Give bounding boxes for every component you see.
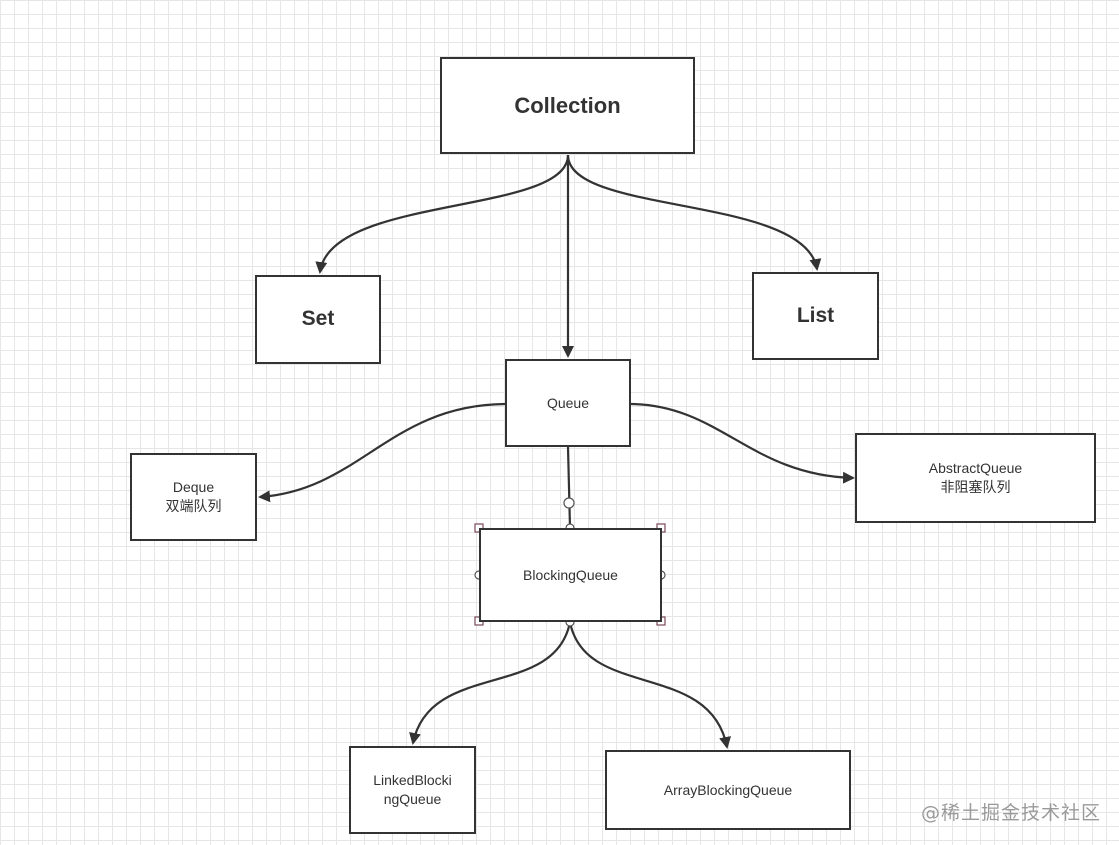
node-list[interactable]: List xyxy=(752,272,879,360)
node-queue[interactable]: Queue xyxy=(505,359,631,447)
node-collection[interactable]: Collection xyxy=(440,57,695,154)
node-deque-label: Deque 双端队列 xyxy=(165,479,222,514)
node-list-label: List xyxy=(796,303,835,327)
edge-queue-abstract-queue[interactable] xyxy=(630,402,855,484)
edge-blocking-array[interactable] xyxy=(568,621,731,749)
node-array-blocking-queue[interactable]: ArrayBlockingQueue xyxy=(605,750,851,830)
edge-queue-blocking-queue[interactable] xyxy=(566,446,572,529)
edge-queue-deque[interactable] xyxy=(258,402,506,503)
node-queue-label: Queue xyxy=(546,394,590,411)
node-set[interactable]: Set xyxy=(255,275,381,364)
node-array-blocking-queue-label: ArrayBlockingQueue xyxy=(663,781,793,798)
connection-point-top-outer[interactable] xyxy=(563,497,575,509)
node-linked-blocking-queue-label: LinkedBlocki ngQueue xyxy=(373,772,452,807)
watermark: @稀土掘金技术社区 xyxy=(920,802,1101,824)
node-linked-blocking-queue[interactable]: LinkedBlocki ngQueue xyxy=(349,746,476,834)
node-abstract-queue-label: AbstractQueue 非阻塞队列 xyxy=(928,460,1023,495)
edge-collection-set[interactable] xyxy=(315,154,570,274)
node-collection-label: Collection xyxy=(514,92,621,118)
edge-collection-list[interactable] xyxy=(566,154,822,271)
node-abstract-queue[interactable]: AbstractQueue 非阻塞队列 xyxy=(855,433,1096,523)
node-set-label: Set xyxy=(301,307,335,331)
node-deque[interactable]: Deque 双端队列 xyxy=(130,453,257,541)
node-blocking-queue-label: BlockingQueue xyxy=(523,566,618,583)
edge-blocking-linked[interactable] xyxy=(409,621,572,745)
node-blocking-queue[interactable]: BlockingQueue xyxy=(479,528,662,622)
